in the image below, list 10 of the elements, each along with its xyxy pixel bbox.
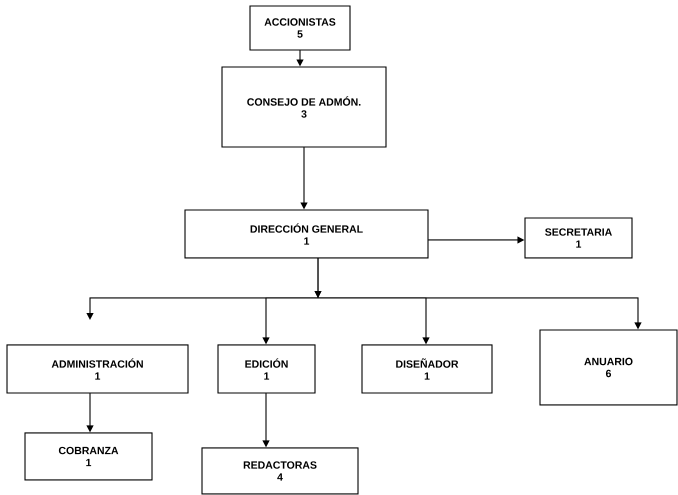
org-box: ANUARIO 6 — [539, 329, 678, 406]
org-box: ADMINISTRACIÓN 1 — [6, 344, 189, 394]
org-box: DISEÑADOR 1 — [361, 344, 493, 394]
org-box: ACCIONISTAS 5 — [249, 5, 351, 51]
org-box: REDACTORAS 4 — [201, 447, 359, 495]
org-box: CONSEJO DE ADMÓN. 3 — [221, 66, 387, 148]
org-box: COBRANZA 1 — [24, 432, 153, 481]
org-box: DIRECCIÓN GENERAL 1 — [184, 209, 429, 259]
org-box: SECRETARIA 1 — [524, 217, 633, 259]
org-box: EDICIÓN 1 — [217, 344, 316, 394]
